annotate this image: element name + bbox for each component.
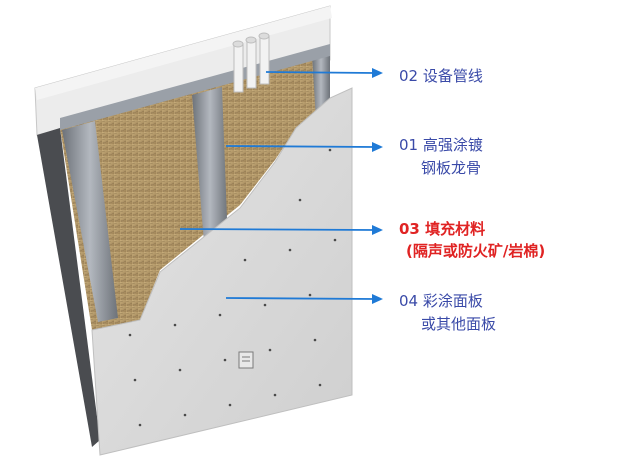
arrow-head-infill (372, 225, 383, 235)
conduit-pipe (259, 35, 270, 85)
leader-line-infill (179, 228, 376, 231)
conduit-pipe (246, 39, 257, 89)
steel-stud (192, 87, 228, 255)
callout-keel-line2: 钢板龙骨 (421, 159, 482, 177)
callout-infill-line2: (隔声或防火矿/岩棉) (406, 242, 546, 260)
panel-screws (128, 148, 337, 427)
callout-panel-line1: 04 彩涂面板 (399, 292, 483, 310)
face-panel (91, 87, 353, 456)
conduit-pipe-end (245, 36, 257, 44)
callout-infill-line1: 03 填充材料 (399, 220, 486, 238)
callout-panel-line2: 或其他面板 (421, 315, 497, 333)
leader-line-panel (225, 297, 376, 300)
arrow-head-keel (372, 142, 383, 152)
top-cap (35, 6, 332, 100)
outlet-box (238, 351, 254, 369)
leader-line-pipes (265, 71, 376, 74)
conduit-pipe-end (258, 32, 270, 40)
callout-keel-line1: 01 高强涂镀 (399, 136, 483, 154)
callout-pipes-line1: 02 设备管线 (399, 67, 483, 85)
wall-side-edge (37, 128, 100, 447)
leader-line-keel (225, 145, 376, 148)
conduit-pipe (233, 43, 244, 93)
conduit-pipe-end (232, 40, 244, 48)
steel-stud (62, 121, 118, 322)
insulation-infill (60, 52, 330, 330)
arrow-head-panel (372, 294, 383, 304)
arrow-head-pipes (372, 68, 383, 78)
callout-arrows (179, 68, 383, 304)
